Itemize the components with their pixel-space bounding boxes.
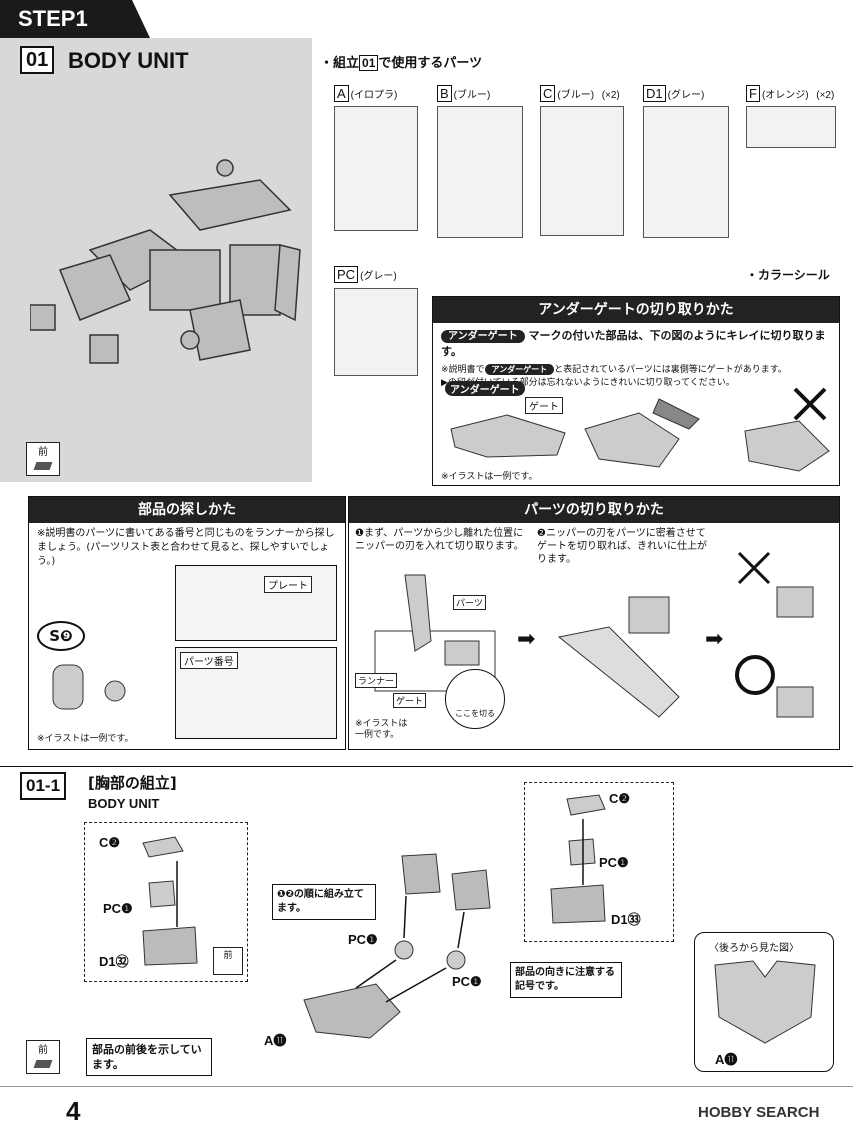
gate-label: ゲート xyxy=(525,397,563,414)
cut-parts-label: パーツ xyxy=(453,595,486,610)
front-note-arrow-icon xyxy=(33,1060,53,1068)
undergate-pill-label: アンダーゲート xyxy=(445,381,525,396)
back-view-illustration xyxy=(714,960,816,1044)
left-front-badge: 前 xyxy=(213,947,243,975)
undergate-pill-inline: アンダーゲート xyxy=(484,364,555,375)
cut-result-illustration xyxy=(735,551,814,718)
right-d-label: D1㉝ xyxy=(611,912,641,927)
arrow-right-icon: ➡ xyxy=(517,627,536,652)
right-subassembly-illustration xyxy=(550,794,606,924)
step-tab: STEP1 xyxy=(0,0,150,38)
left-pc-label: PC❶ xyxy=(103,901,133,916)
runner-d1 xyxy=(643,106,729,238)
center-a-label: A⓫ xyxy=(264,1033,287,1048)
undergate-note2: ▶の印が付いている部分は忘れないようにきれいに切り取ってください。 xyxy=(441,378,735,388)
footer-divider xyxy=(0,1086,853,1087)
undergate-line1: アンダーゲート マークの付いた部品は、下の図のようにキレイに切り取ります。 xyxy=(433,323,839,363)
assembly-divider xyxy=(0,766,853,767)
back-view-box: 〈後ろから見た図〉 A⓫ xyxy=(694,932,834,1072)
right-subassembly-box: C❷ PC❶ D1㉝ xyxy=(524,782,674,942)
undergate-note1-a: ※説明書で xyxy=(441,365,485,375)
cut-parts-panel: パーツの切り取りかた ❶まず、パーツから少し離れた位置にニッパーの刃を入れて切り… xyxy=(348,496,840,750)
color-seal-label: ・カラーシール xyxy=(746,268,830,282)
center-pc-right-label: PC❶ xyxy=(452,974,482,989)
undergate-line1-text: マークの付いた部品は、下の図のようにキレイに切り取ります。 xyxy=(441,329,826,358)
find-parts-part-illustration xyxy=(52,664,126,710)
body-unit-illustration xyxy=(30,159,301,364)
front-back-note: 部品の前後を示しています。 xyxy=(86,1038,212,1076)
runner-f-label: F(オレンジ) (×2) xyxy=(746,85,836,102)
find-parts-example-note: ※イラストは一例です。 xyxy=(37,734,134,744)
find-parts-title: 部品の探しかた xyxy=(29,497,345,523)
front-note-label: 前 xyxy=(38,1045,48,1056)
undergate-pill: アンダーゲート xyxy=(441,330,525,343)
left-front-label: 前 xyxy=(223,951,233,961)
find-parts-desc: ※説明書のパーツに書いてある番号と同じものをランナーから探しましょう。(パーツリ… xyxy=(37,528,335,567)
runner-b-label: B(ブルー) xyxy=(437,85,492,102)
undergate-panel: アンダーゲートの切り取りかた アンダーゲート マークの付いた部品は、下の図のよう… xyxy=(432,296,840,486)
assembly-subtitle: BODY UNIT xyxy=(88,796,160,811)
runner-a-label: A(イロプラ) xyxy=(334,85,399,102)
part-number-label: パーツ番号 xyxy=(180,652,238,669)
back-view-title: 〈後ろから見た図〉 xyxy=(709,943,799,954)
center-assembly-illustration xyxy=(303,853,491,1039)
unit-number: 01 xyxy=(20,46,55,74)
undergate-example-note: ※イラストは一例です。 xyxy=(441,472,538,482)
parts-title-prefix: ・組立 xyxy=(320,56,360,71)
left-d-label: D1㉜ xyxy=(99,954,129,969)
runner-d1-label: D1(グレー) xyxy=(643,85,706,102)
cut-example-note: ※イラストは一例です。 xyxy=(355,719,408,740)
front-arrow-icon xyxy=(33,462,53,470)
undergate-illustration-1 xyxy=(450,414,566,458)
left-subassembly-box: C❷ PC❶ D1㉜ 前 xyxy=(84,822,248,982)
cut-step1-illustration xyxy=(374,574,496,692)
runner-a xyxy=(334,106,418,231)
arrow-right-icon-2: ➡ xyxy=(705,627,724,652)
assembly-number: 01-1 xyxy=(20,772,67,800)
cut-gate-label: ゲート xyxy=(393,693,427,708)
cut-here-label: ここを切る xyxy=(455,709,495,718)
runner-f xyxy=(746,106,836,148)
plate-label: プレート xyxy=(264,576,312,593)
plate-zoom: プレート xyxy=(175,565,337,641)
runner-b xyxy=(437,106,523,238)
undergate-notes: ※説明書でアンダーゲートと表記されているパーツには裏側等にゲートがあります。 ▶… xyxy=(433,363,839,390)
undergate-illustration-2 xyxy=(584,398,700,468)
runner-c xyxy=(540,106,624,236)
runner-pc-label: PC(グレー) xyxy=(334,266,399,283)
cut-step2-illustration xyxy=(557,596,680,718)
cut-runner-label: ランナー xyxy=(355,673,398,688)
undergate-note1-b: と表記されているパーツには裏側等にゲートがあります。 xyxy=(554,365,787,375)
undergate-title: アンダーゲートの切り取りかた xyxy=(433,297,839,323)
front-direction-badge: 前 xyxy=(26,442,60,476)
find-parts-panel: 部品の探しかた ※説明書のパーツに書いてある番号と同じものをランナーから探しまし… xyxy=(28,496,346,750)
left-c-label: C❷ xyxy=(99,835,121,850)
cut-here-zoom: ここを切る xyxy=(445,669,505,729)
runner-c-label: C(ブルー) (×2) xyxy=(540,85,622,102)
step-label: STEP1 xyxy=(18,6,88,31)
part-number-zoom: パーツ番号 xyxy=(175,647,337,739)
assembly-title: [胸部の組立] xyxy=(88,774,177,792)
cut-step1-text: ❶まず、パーツから少し離れた位置にニッパーの刃を入れて切り取ります。 xyxy=(355,528,524,552)
s-number-badge: S❾ xyxy=(37,621,85,651)
runner-pc xyxy=(334,288,418,376)
cut-parts-title: パーツの切り取りかた xyxy=(349,497,839,523)
front-label: 前 xyxy=(38,447,48,458)
right-c-label: C❷ xyxy=(609,791,631,806)
right-pc-label: PC❶ xyxy=(599,855,629,870)
page-number: 4 xyxy=(66,1096,81,1126)
wrong-cut-illustration xyxy=(744,387,830,472)
back-a-label: A⓫ xyxy=(715,1052,738,1067)
center-pc-left-label: PC❶ xyxy=(348,932,378,947)
cut-step2-text: ❷ニッパーの刃をパーツに密着させてゲートを切り取れば、きれいに仕上がります。 xyxy=(537,528,707,565)
left-subassembly-illustration xyxy=(142,836,198,966)
front-note-badge: 前 xyxy=(26,1040,60,1074)
parts-title-num: 01 xyxy=(359,55,379,71)
brand-watermark: HOBBY SEARCH xyxy=(698,1104,820,1121)
order-note: ❶❷の順に組み立てます。 xyxy=(272,884,376,920)
unit-title: BODY UNIT xyxy=(68,48,189,73)
direction-note: 部品の向きに注意する記号です。 xyxy=(510,962,622,998)
parts-title-suffix: で使用するパーツ xyxy=(378,56,483,71)
